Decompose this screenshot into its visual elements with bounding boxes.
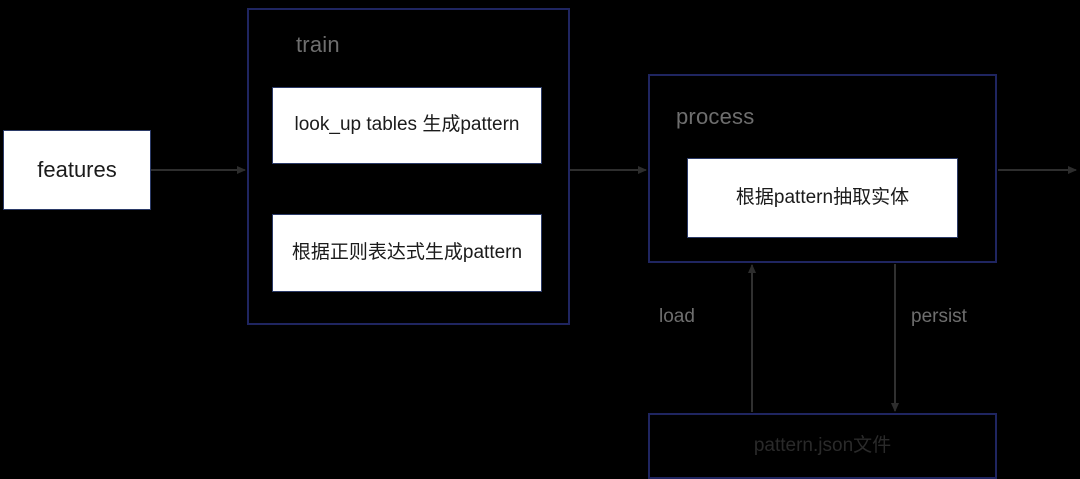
node-lookup-tables-pattern-label: look_up tables 生成pattern bbox=[294, 114, 520, 136]
node-features[interactable]: features bbox=[3, 130, 151, 210]
group-train[interactable] bbox=[247, 8, 570, 325]
group-process-title: process bbox=[676, 104, 755, 129]
node-lookup-tables-pattern[interactable]: look_up tables 生成pattern bbox=[272, 87, 542, 164]
node-pattern-json-file[interactable] bbox=[648, 413, 997, 479]
node-regex-pattern-label: 根据正则表达式生成pattern bbox=[291, 241, 523, 263]
group-train-title: train bbox=[296, 32, 340, 57]
group-process[interactable] bbox=[648, 74, 997, 263]
edge-label-load: load bbox=[659, 306, 695, 327]
node-regex-pattern[interactable]: 根据正则表达式生成pattern bbox=[272, 214, 542, 292]
node-pattern-json-file-label: pattern.json文件 bbox=[753, 434, 892, 456]
edge-label-persist: persist bbox=[911, 306, 967, 327]
node-pattern-json-file-wrapper: pattern.json文件 bbox=[648, 413, 997, 479]
node-extract-entity-by-pattern-label: 根据pattern抽取实体 bbox=[735, 186, 910, 208]
node-features-label: features bbox=[37, 156, 117, 182]
node-extract-entity-by-pattern[interactable]: 根据pattern抽取实体 bbox=[687, 158, 958, 238]
